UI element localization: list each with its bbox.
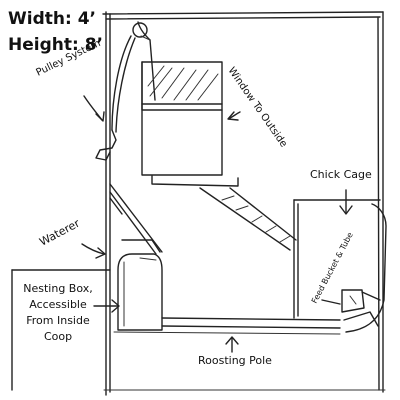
coop-walls	[102, 11, 386, 396]
annotation-arrows	[81, 95, 353, 353]
ladder-ramp	[199, 187, 297, 251]
nesting-box-arrowhead	[111, 299, 120, 313]
window-arrowhead	[227, 111, 239, 121]
feed-bucket-label: Feed Bucket & Tube	[310, 231, 355, 305]
chick-cage-arrowhead	[339, 205, 353, 215]
nesting-box-line-3: From Inside	[26, 314, 90, 327]
waterer-arrow	[81, 243, 105, 255]
window-arrow	[229, 111, 241, 119]
height-label: Height: 8’	[8, 35, 103, 55]
roosting-pole-label: Roosting Pole	[198, 354, 272, 367]
nesting-box-line-4: Coop	[44, 330, 72, 343]
nesting-box-line-2: Accessible	[29, 298, 87, 311]
roosting-pole-arrowhead	[225, 336, 239, 345]
chick-cage-drawing	[293, 199, 387, 333]
waterer-label: Waterer	[37, 216, 82, 248]
waterer-shelf	[109, 183, 163, 255]
feed-bucket-arrow	[321, 299, 341, 305]
width-label: Width: 4’	[8, 9, 96, 29]
window-label: Window To Outside	[226, 65, 289, 149]
waterer-arrowhead	[95, 247, 106, 259]
pulley-arrowhead	[95, 111, 105, 122]
nesting-box-drawing	[11, 253, 163, 391]
pulley-system	[95, 21, 156, 161]
nesting-box-label: Nesting Box, Accessible From Inside Coop	[23, 282, 93, 343]
chick-cage-label: Chick Cage	[310, 168, 372, 181]
window	[141, 61, 239, 187]
nesting-box-line-1: Nesting Box,	[23, 282, 93, 295]
roosting-pole-drawing	[113, 317, 341, 335]
